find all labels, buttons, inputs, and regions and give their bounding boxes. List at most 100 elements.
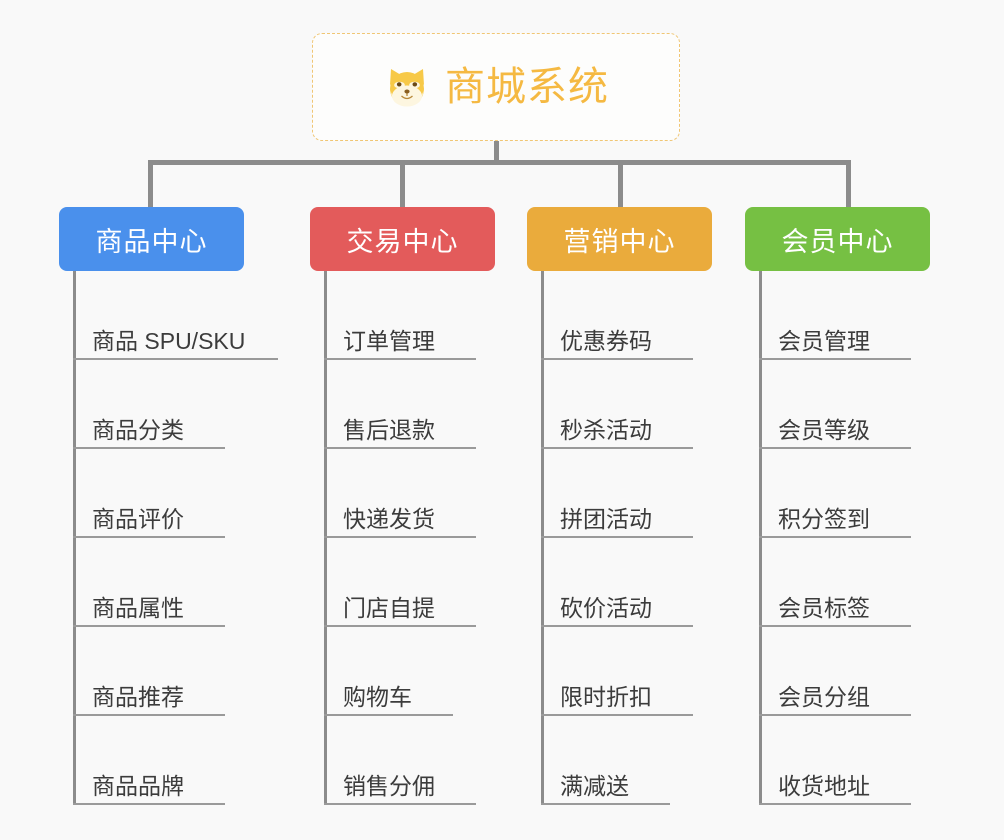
item-rule [324, 358, 476, 360]
item-label: 售后退款 [343, 416, 435, 443]
branch-items-2: 订单管理 售后退款 快递发货 门店自提 购物车 销售分佣 [310, 271, 550, 805]
item-label: 商品推荐 [92, 683, 184, 710]
list-item[interactable]: 快递发货 [310, 449, 550, 538]
item-label: 会员标签 [778, 594, 870, 621]
list-item[interactable]: 会员管理 [745, 271, 985, 360]
item-rule [759, 714, 911, 716]
item-label: 会员等级 [778, 416, 870, 443]
branch-title-3: 营销中心 [563, 226, 676, 257]
item-rule [73, 714, 225, 716]
item-label: 订单管理 [343, 327, 435, 354]
item-label: 优惠券码 [560, 327, 652, 354]
connector-drop-2 [400, 160, 405, 208]
item-rule [541, 358, 693, 360]
list-item[interactable]: 会员分组 [745, 627, 985, 716]
list-item[interactable]: 满减送 [527, 716, 767, 805]
item-rule [541, 625, 693, 627]
item-rule [324, 625, 476, 627]
item-rule [541, 714, 693, 716]
branch-items-4: 会员管理 会员等级 积分签到 会员标签 会员分组 收货地址 [745, 271, 985, 805]
item-label: 销售分佣 [343, 772, 435, 799]
list-item[interactable]: 销售分佣 [310, 716, 550, 805]
item-label: 购物车 [343, 683, 412, 710]
list-item[interactable]: 订单管理 [310, 271, 550, 360]
branch-trunk-4 [759, 271, 762, 805]
list-item[interactable]: 商品推荐 [59, 627, 299, 716]
list-item[interactable]: 商品品牌 [59, 716, 299, 805]
branch-trunk-2 [324, 271, 327, 805]
list-item[interactable]: 商品属性 [59, 538, 299, 627]
branch-header-4[interactable]: 会员中心 [745, 207, 930, 271]
item-rule [73, 447, 225, 449]
list-item[interactable]: 砍价活动 [527, 538, 767, 627]
list-item[interactable]: 积分签到 [745, 449, 985, 538]
connector-drop-3 [618, 160, 623, 208]
connector-root-stem [494, 141, 499, 165]
list-item[interactable]: 售后退款 [310, 360, 550, 449]
item-rule [324, 447, 476, 449]
branch-column-1: 商品中心 商品 SPU/SKU 商品分类 商品评价 商品属性 商品推荐 [59, 207, 299, 805]
branch-header-1[interactable]: 商品中心 [59, 207, 244, 271]
list-item[interactable]: 优惠券码 [527, 271, 767, 360]
item-rule [759, 358, 911, 360]
list-item[interactable]: 购物车 [310, 627, 550, 716]
connector-drop-1 [148, 160, 153, 208]
item-label: 砍价活动 [560, 594, 652, 621]
root-node[interactable]: 商城系统 [312, 33, 680, 141]
item-label: 会员分组 [778, 683, 870, 710]
list-item[interactable]: 商品 SPU/SKU [59, 271, 299, 360]
item-label: 商品分类 [92, 416, 184, 443]
branch-column-3: 营销中心 优惠券码 秒杀活动 拼团活动 砍价活动 限时折扣 [527, 207, 767, 805]
item-rule [73, 358, 278, 360]
list-item[interactable]: 拼团活动 [527, 449, 767, 538]
item-rule [324, 714, 453, 716]
item-label: 拼团活动 [560, 505, 652, 532]
item-label: 商品 SPU/SKU [92, 327, 246, 354]
branch-items-1: 商品 SPU/SKU 商品分类 商品评价 商品属性 商品推荐 商品品牌 [59, 271, 299, 805]
item-label: 会员管理 [778, 327, 870, 354]
item-rule [541, 536, 693, 538]
item-label: 限时折扣 [560, 683, 652, 710]
item-rule [541, 803, 670, 805]
shiba-dog-face-icon [383, 63, 431, 111]
item-rule [73, 536, 225, 538]
item-rule [541, 447, 693, 449]
item-rule [73, 625, 225, 627]
item-label: 商品评价 [92, 505, 184, 532]
item-label: 快递发货 [343, 505, 435, 532]
connector-horizontal-bar [148, 160, 851, 165]
item-rule [759, 536, 911, 538]
item-label: 满减送 [560, 772, 629, 799]
list-item[interactable]: 收货地址 [745, 716, 985, 805]
item-rule [759, 803, 911, 805]
item-label: 积分签到 [778, 505, 870, 532]
branch-items-3: 优惠券码 秒杀活动 拼团活动 砍价活动 限时折扣 满减送 [527, 271, 767, 805]
list-item[interactable]: 门店自提 [310, 538, 550, 627]
item-rule [759, 625, 911, 627]
item-rule [759, 447, 911, 449]
branch-trunk-3 [541, 271, 544, 805]
list-item[interactable]: 会员标签 [745, 538, 985, 627]
branch-title-2: 交易中心 [346, 226, 459, 257]
list-item[interactable]: 商品评价 [59, 449, 299, 538]
list-item[interactable]: 秒杀活动 [527, 360, 767, 449]
branch-column-4: 会员中心 会员管理 会员等级 积分签到 会员标签 会员分组 [745, 207, 985, 805]
item-label: 门店自提 [343, 594, 435, 621]
root-title: 商城系统 [445, 65, 609, 109]
branch-column-2: 交易中心 订单管理 售后退款 快递发货 门店自提 购物车 [310, 207, 550, 805]
item-rule [324, 536, 476, 538]
item-label: 商品属性 [92, 594, 184, 621]
item-label: 秒杀活动 [560, 416, 652, 443]
list-item[interactable]: 限时折扣 [527, 627, 767, 716]
branch-trunk-1 [73, 271, 76, 805]
branch-header-3[interactable]: 营销中心 [527, 207, 712, 271]
item-label: 收货地址 [778, 772, 870, 799]
list-item[interactable]: 会员等级 [745, 360, 985, 449]
branch-title-1: 商品中心 [95, 226, 208, 257]
item-rule [324, 803, 476, 805]
item-rule [73, 803, 225, 805]
list-item[interactable]: 商品分类 [59, 360, 299, 449]
branch-title-4: 会员中心 [781, 226, 894, 257]
branch-header-2[interactable]: 交易中心 [310, 207, 495, 271]
item-label: 商品品牌 [92, 772, 184, 799]
